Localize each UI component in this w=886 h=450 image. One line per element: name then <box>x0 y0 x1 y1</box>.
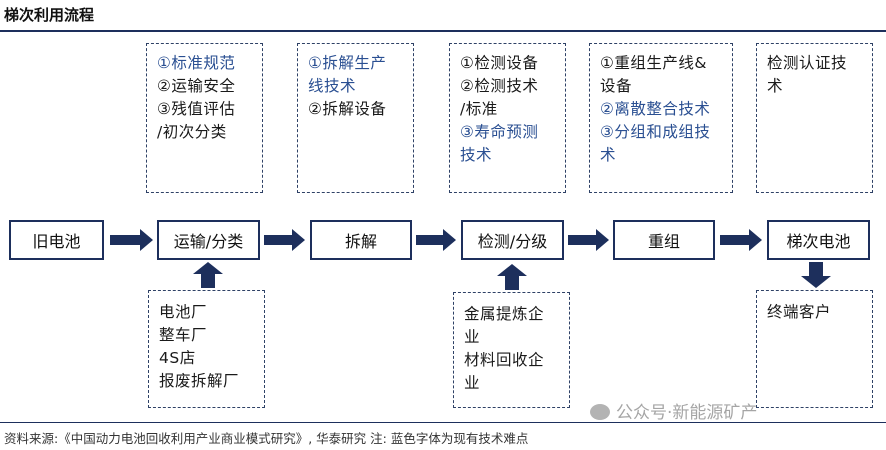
flow-node-old-battery: 旧电池 <box>9 220 104 260</box>
source-note: 资料来源:《中国动力电池回收利用产业商业模式研究》, 华泰研究 注: 蓝色字体为… <box>4 431 529 446</box>
box-line: 电池厂 <box>159 303 208 321</box>
flow-node-transport-sort: 运输/分类 <box>157 220 260 260</box>
bottom-box-end-customers: 终端客户 <box>756 290 873 408</box>
arrow-right-5 <box>720 229 762 251</box>
wechat-icon <box>590 404 610 420</box>
flow-node-dismantle: 拆解 <box>310 220 412 260</box>
arrow-down-customers <box>801 262 831 288</box>
box-line: 材料回收企 <box>464 351 545 369</box>
bottom-box-recyclers: 金属提炼企业材料回收企业 <box>453 292 570 408</box>
box-line: ①标准规范 <box>157 54 236 72</box>
arrow-up-testing <box>497 264 527 290</box>
box-line: 技术 <box>460 146 493 164</box>
box-line: ②运输安全 <box>157 77 236 95</box>
bottom-box-sources: 电池厂整车厂 4S店报废拆解厂 <box>148 290 265 408</box>
box-line: 报废拆解厂 <box>159 372 240 390</box>
watermark-text: 公众号·新能源矿产 <box>616 403 758 423</box>
flow-node-test-grade: 检测/分级 <box>461 220 564 260</box>
box-line: 4S店 <box>159 349 196 367</box>
box-line: /初次分类 <box>157 123 227 141</box>
box-line: 线技术 <box>308 77 357 95</box>
footer-divider <box>0 422 886 423</box>
title-divider <box>0 30 886 32</box>
arrow-right-4 <box>568 229 609 251</box>
watermark: 公众号·新能源矿产 <box>590 398 757 423</box>
box-line: 金属提炼企 <box>464 305 545 323</box>
box-line: ①重组生产线& <box>600 54 707 72</box>
arrow-right-3 <box>416 229 456 251</box>
box-line: ③残值评估 <box>157 100 236 118</box>
box-line: 术 <box>767 77 784 95</box>
page-title: 梯次利用流程 <box>4 6 95 24</box>
box-line: ③分组和成组技 <box>600 123 711 141</box>
box-line: ①拆解生产 <box>308 54 387 72</box>
box-line: 术 <box>600 146 617 164</box>
box-line: 业 <box>464 328 481 346</box>
box-line: ②检测技术 <box>460 77 539 95</box>
box-line: /标准 <box>460 100 498 118</box>
box-line: ②拆解设备 <box>308 100 387 118</box>
top-box-testing: ①检测设备 ②检测技术/标准 ③寿命预测技术 <box>449 43 566 193</box>
top-box-certification: 检测认证技术 <box>756 43 873 193</box>
box-line: ②离散整合技术 <box>600 100 711 118</box>
arrow-right-2 <box>264 229 305 251</box>
top-box-reassembly: ①重组生产线&设备 ②离散整合技术 ③分组和成组技术 <box>589 43 733 193</box>
box-line: 整车厂 <box>159 326 208 344</box>
arrow-up-transport <box>193 262 223 288</box>
box-line: 业 <box>464 374 481 392</box>
box-line: 终端客户 <box>767 303 832 321</box>
top-box-dismantle: ①拆解生产线技术 ②拆解设备 <box>297 43 414 193</box>
flow-node-second-life-battery: 梯次电池 <box>767 220 870 260</box>
box-line: ③寿命预测 <box>460 123 539 141</box>
arrow-right-1 <box>110 229 153 251</box>
box-line: 设备 <box>600 77 633 95</box>
flow-node-reassembly: 重组 <box>613 220 715 260</box>
box-line: ①检测设备 <box>460 54 539 72</box>
box-line: 检测认证技 <box>767 54 848 72</box>
top-box-transport: ①标准规范 ②运输安全 ③残值评估/初次分类 <box>146 43 263 193</box>
